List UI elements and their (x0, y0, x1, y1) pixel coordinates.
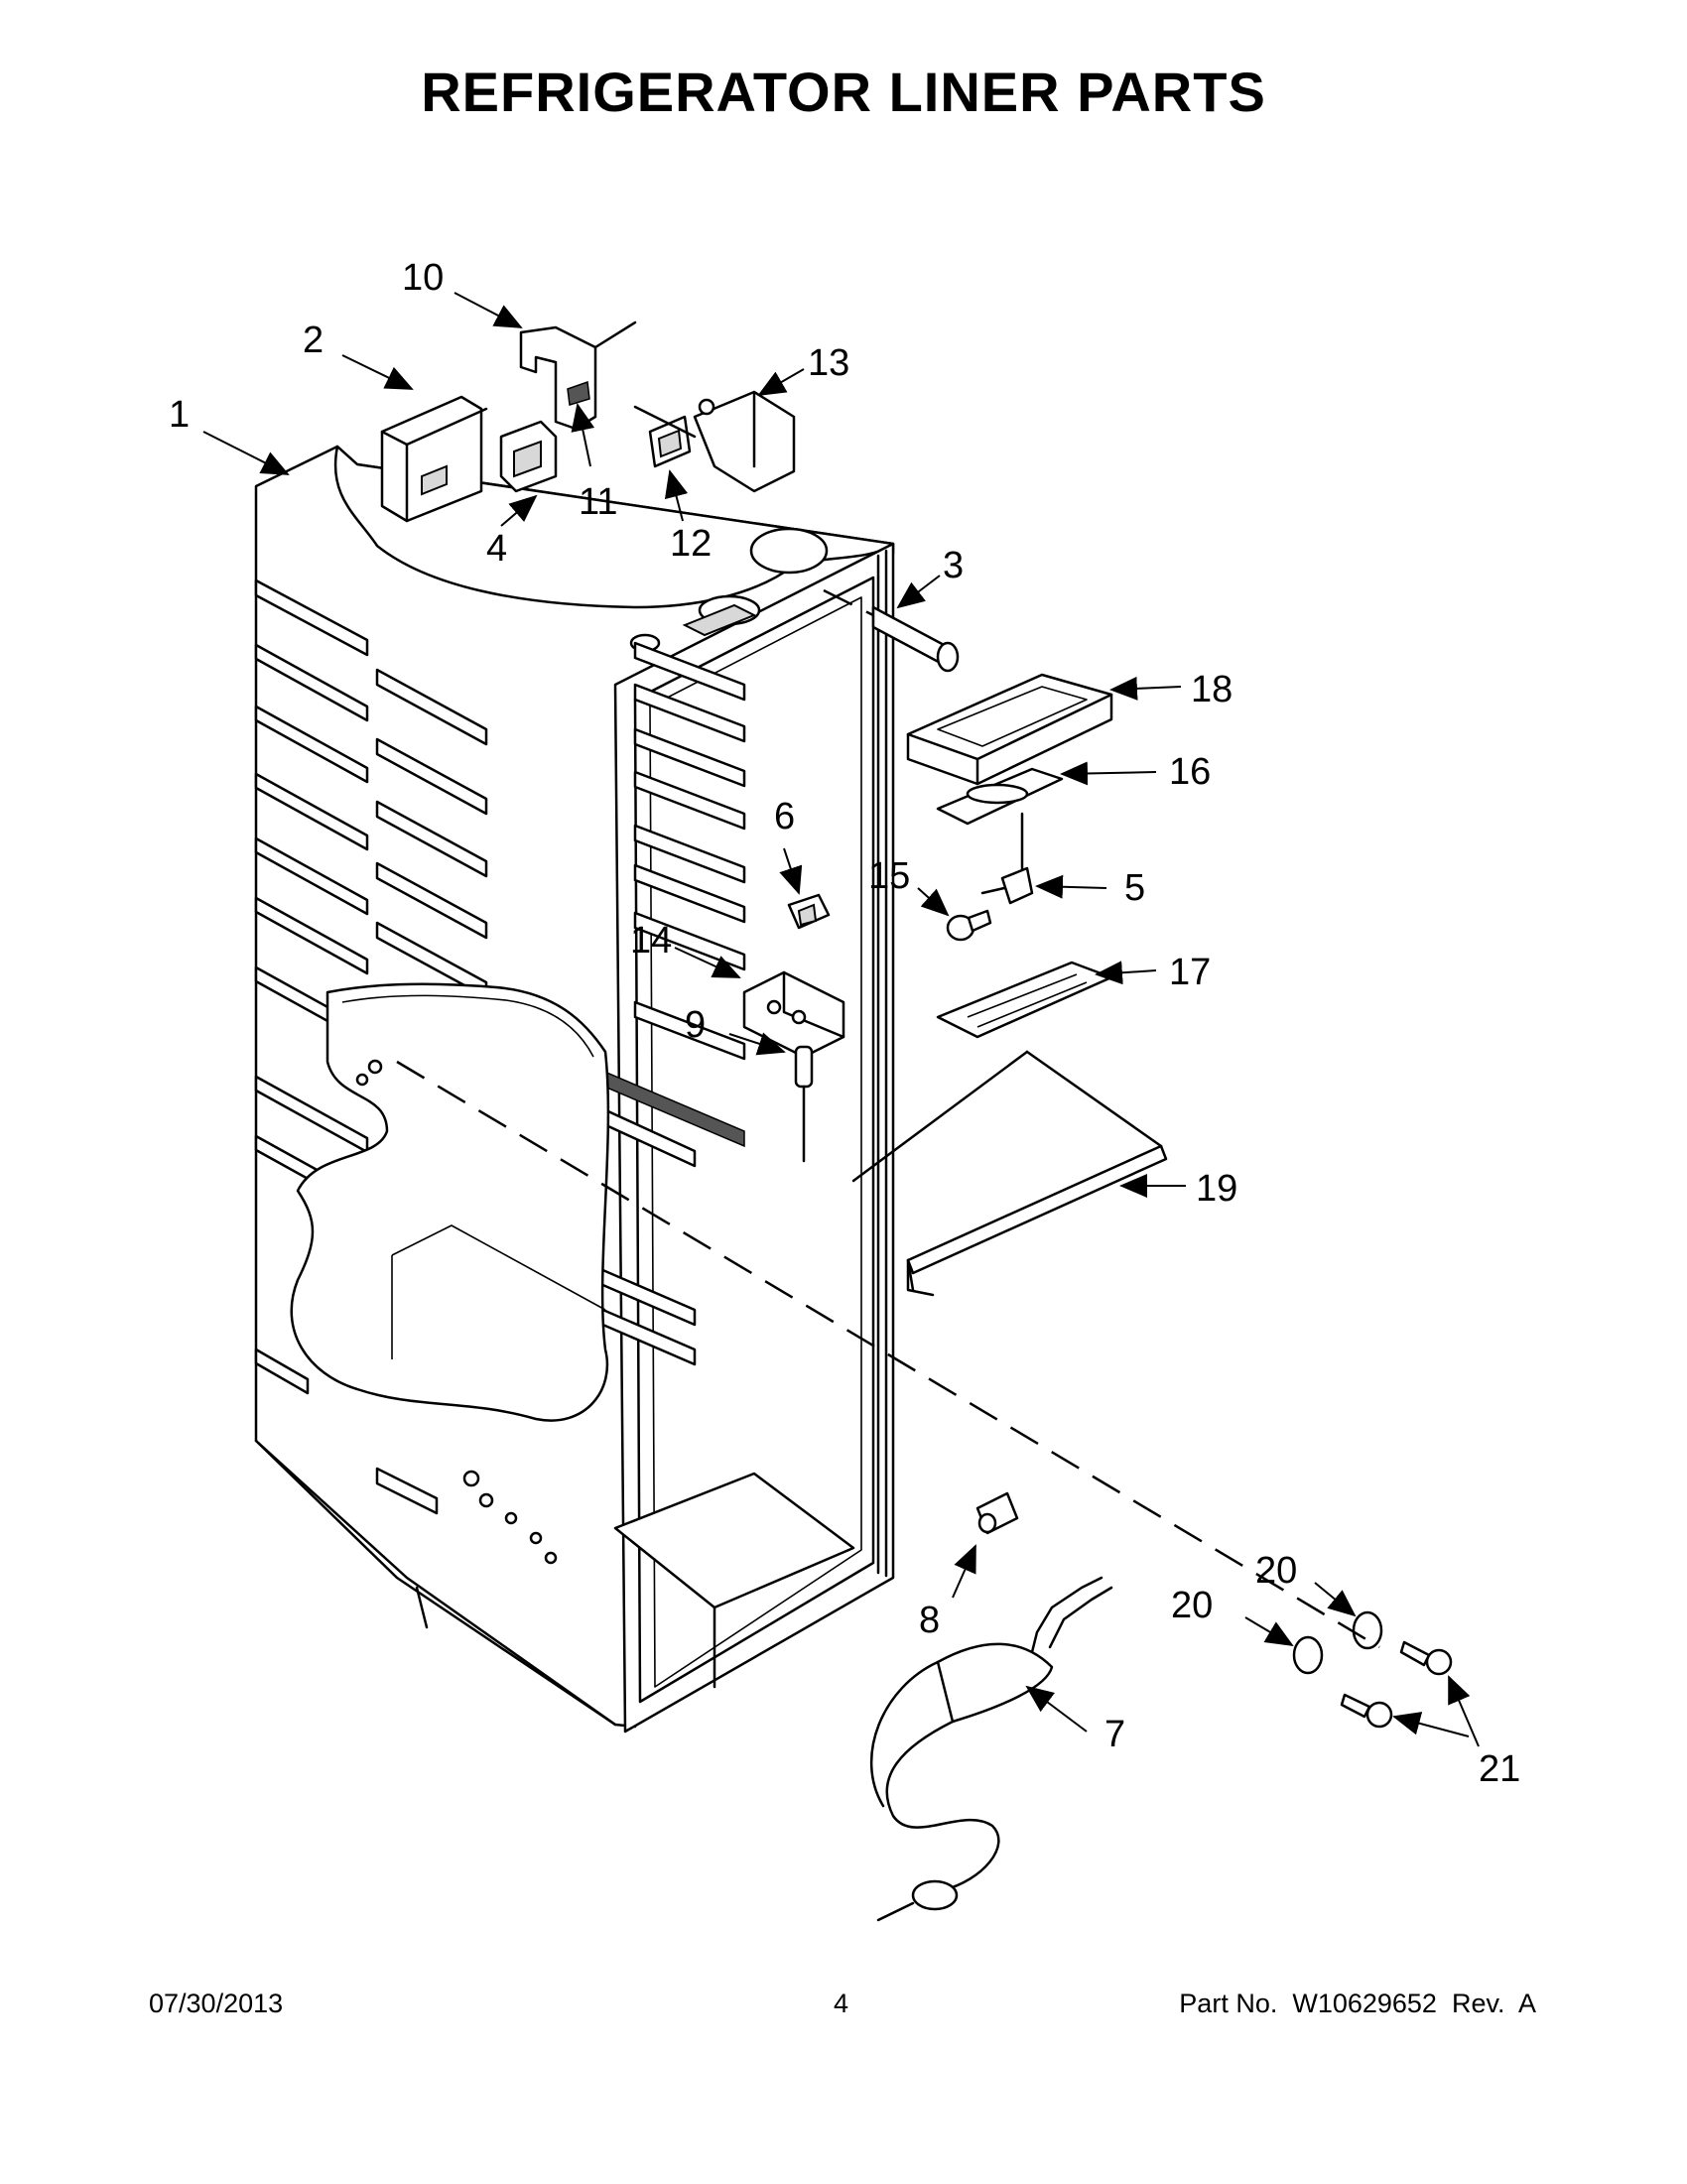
callout-21: 21 (1479, 1748, 1520, 1790)
callout-1: 1 (169, 394, 190, 436)
callout-12: 12 (670, 523, 712, 565)
callout-15: 15 (868, 855, 910, 897)
assembly-line (396, 1060, 1380, 1649)
callout-17: 17 (1169, 952, 1211, 993)
part-5 (980, 812, 1034, 905)
callout-16: 16 (1169, 751, 1211, 793)
part-11 (567, 380, 590, 406)
callout-18: 18 (1191, 669, 1233, 710)
part-7 (869, 1576, 1113, 1922)
liner-body (254, 445, 895, 1734)
page-title: REFRIGERATOR LINER PARTS (421, 61, 1266, 123)
callout-20-upper: 20 (1255, 1550, 1297, 1592)
callout-3: 3 (943, 545, 964, 586)
callout-5: 5 (1124, 867, 1145, 909)
footer-date: 07/30/2013 (149, 1989, 284, 2018)
part-19 (851, 1050, 1168, 1297)
part-3 (823, 588, 960, 673)
part-2 (380, 395, 488, 523)
footer-part-number: Part No. W10629652 Rev. A (1179, 1989, 1536, 2018)
callout-14: 14 (630, 920, 672, 962)
part-10 (519, 321, 637, 431)
leader-arrows (202, 292, 1480, 1747)
callout-9: 9 (685, 1004, 706, 1046)
callout-13: 13 (808, 342, 849, 384)
callout-10: 10 (402, 257, 444, 299)
part-21 (1340, 1640, 1453, 1729)
callout-4: 4 (486, 528, 507, 570)
part-18 (906, 673, 1113, 786)
part-6 (787, 893, 831, 930)
callout-11: 11 (579, 481, 617, 523)
callout-2: 2 (303, 320, 324, 361)
callout-8: 8 (919, 1600, 940, 1641)
callout-19: 19 (1196, 1168, 1237, 1210)
part-20 (1292, 1610, 1383, 1675)
part-17 (936, 961, 1113, 1039)
callout-7: 7 (1104, 1714, 1125, 1755)
part-9 (794, 1045, 814, 1163)
part-8 (975, 1491, 1019, 1535)
part-15 (946, 909, 992, 942)
part-13 (633, 390, 796, 493)
part-4 (499, 420, 558, 493)
callout-20-lower: 20 (1171, 1585, 1213, 1626)
footer-page-number: 4 (834, 1989, 849, 2018)
callout-labels: 1 2 3 4 5 6 7 8 9 10 11 12 13 14 15 16 1… (169, 257, 1520, 1790)
callout-6: 6 (774, 796, 795, 837)
